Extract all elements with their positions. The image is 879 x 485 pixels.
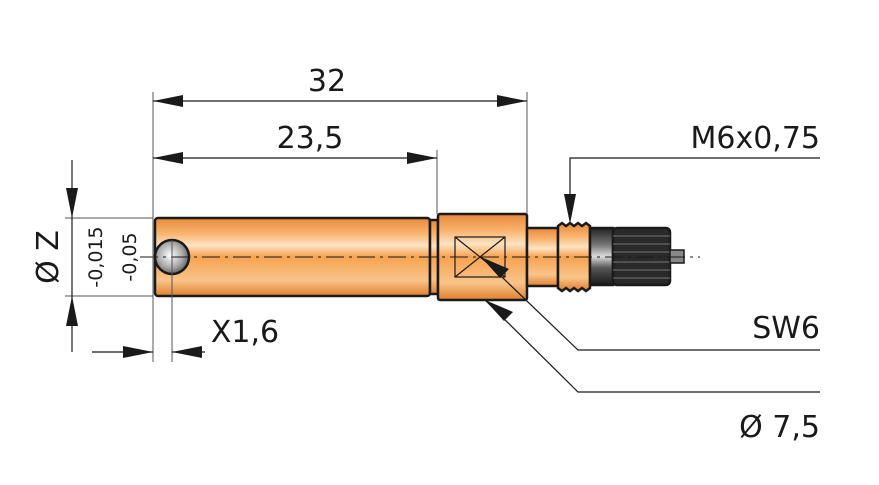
wrench-size-callout: SW6 <box>480 256 820 351</box>
dimension-diameter-z: Ø Z -0,015 -0,05 <box>31 160 141 352</box>
dia-7-5-label: Ø 7,5 <box>739 410 820 445</box>
extension-lines <box>65 92 528 362</box>
dimension-x1-6: X1,6 <box>92 315 279 358</box>
dia-z-label: Ø Z <box>31 230 66 284</box>
sw6-label: SW6 <box>752 311 820 346</box>
probe-part <box>140 212 700 302</box>
thread-label: M6x0,75 <box>690 121 820 156</box>
x1-6-label: X1,6 <box>211 315 279 350</box>
dimension-32: 32 <box>153 64 527 107</box>
tolerance-lower: -0,05 <box>119 232 141 281</box>
dim-32-label: 32 <box>308 64 346 99</box>
dimension-23-5: 23,5 <box>153 121 437 164</box>
hex-diameter-callout: Ø 7,5 <box>484 299 820 445</box>
tolerance-upper: -0,015 <box>85 226 107 287</box>
thread-callout: M6x0,75 <box>564 121 820 224</box>
dim-23-5-label: 23,5 <box>277 121 344 156</box>
